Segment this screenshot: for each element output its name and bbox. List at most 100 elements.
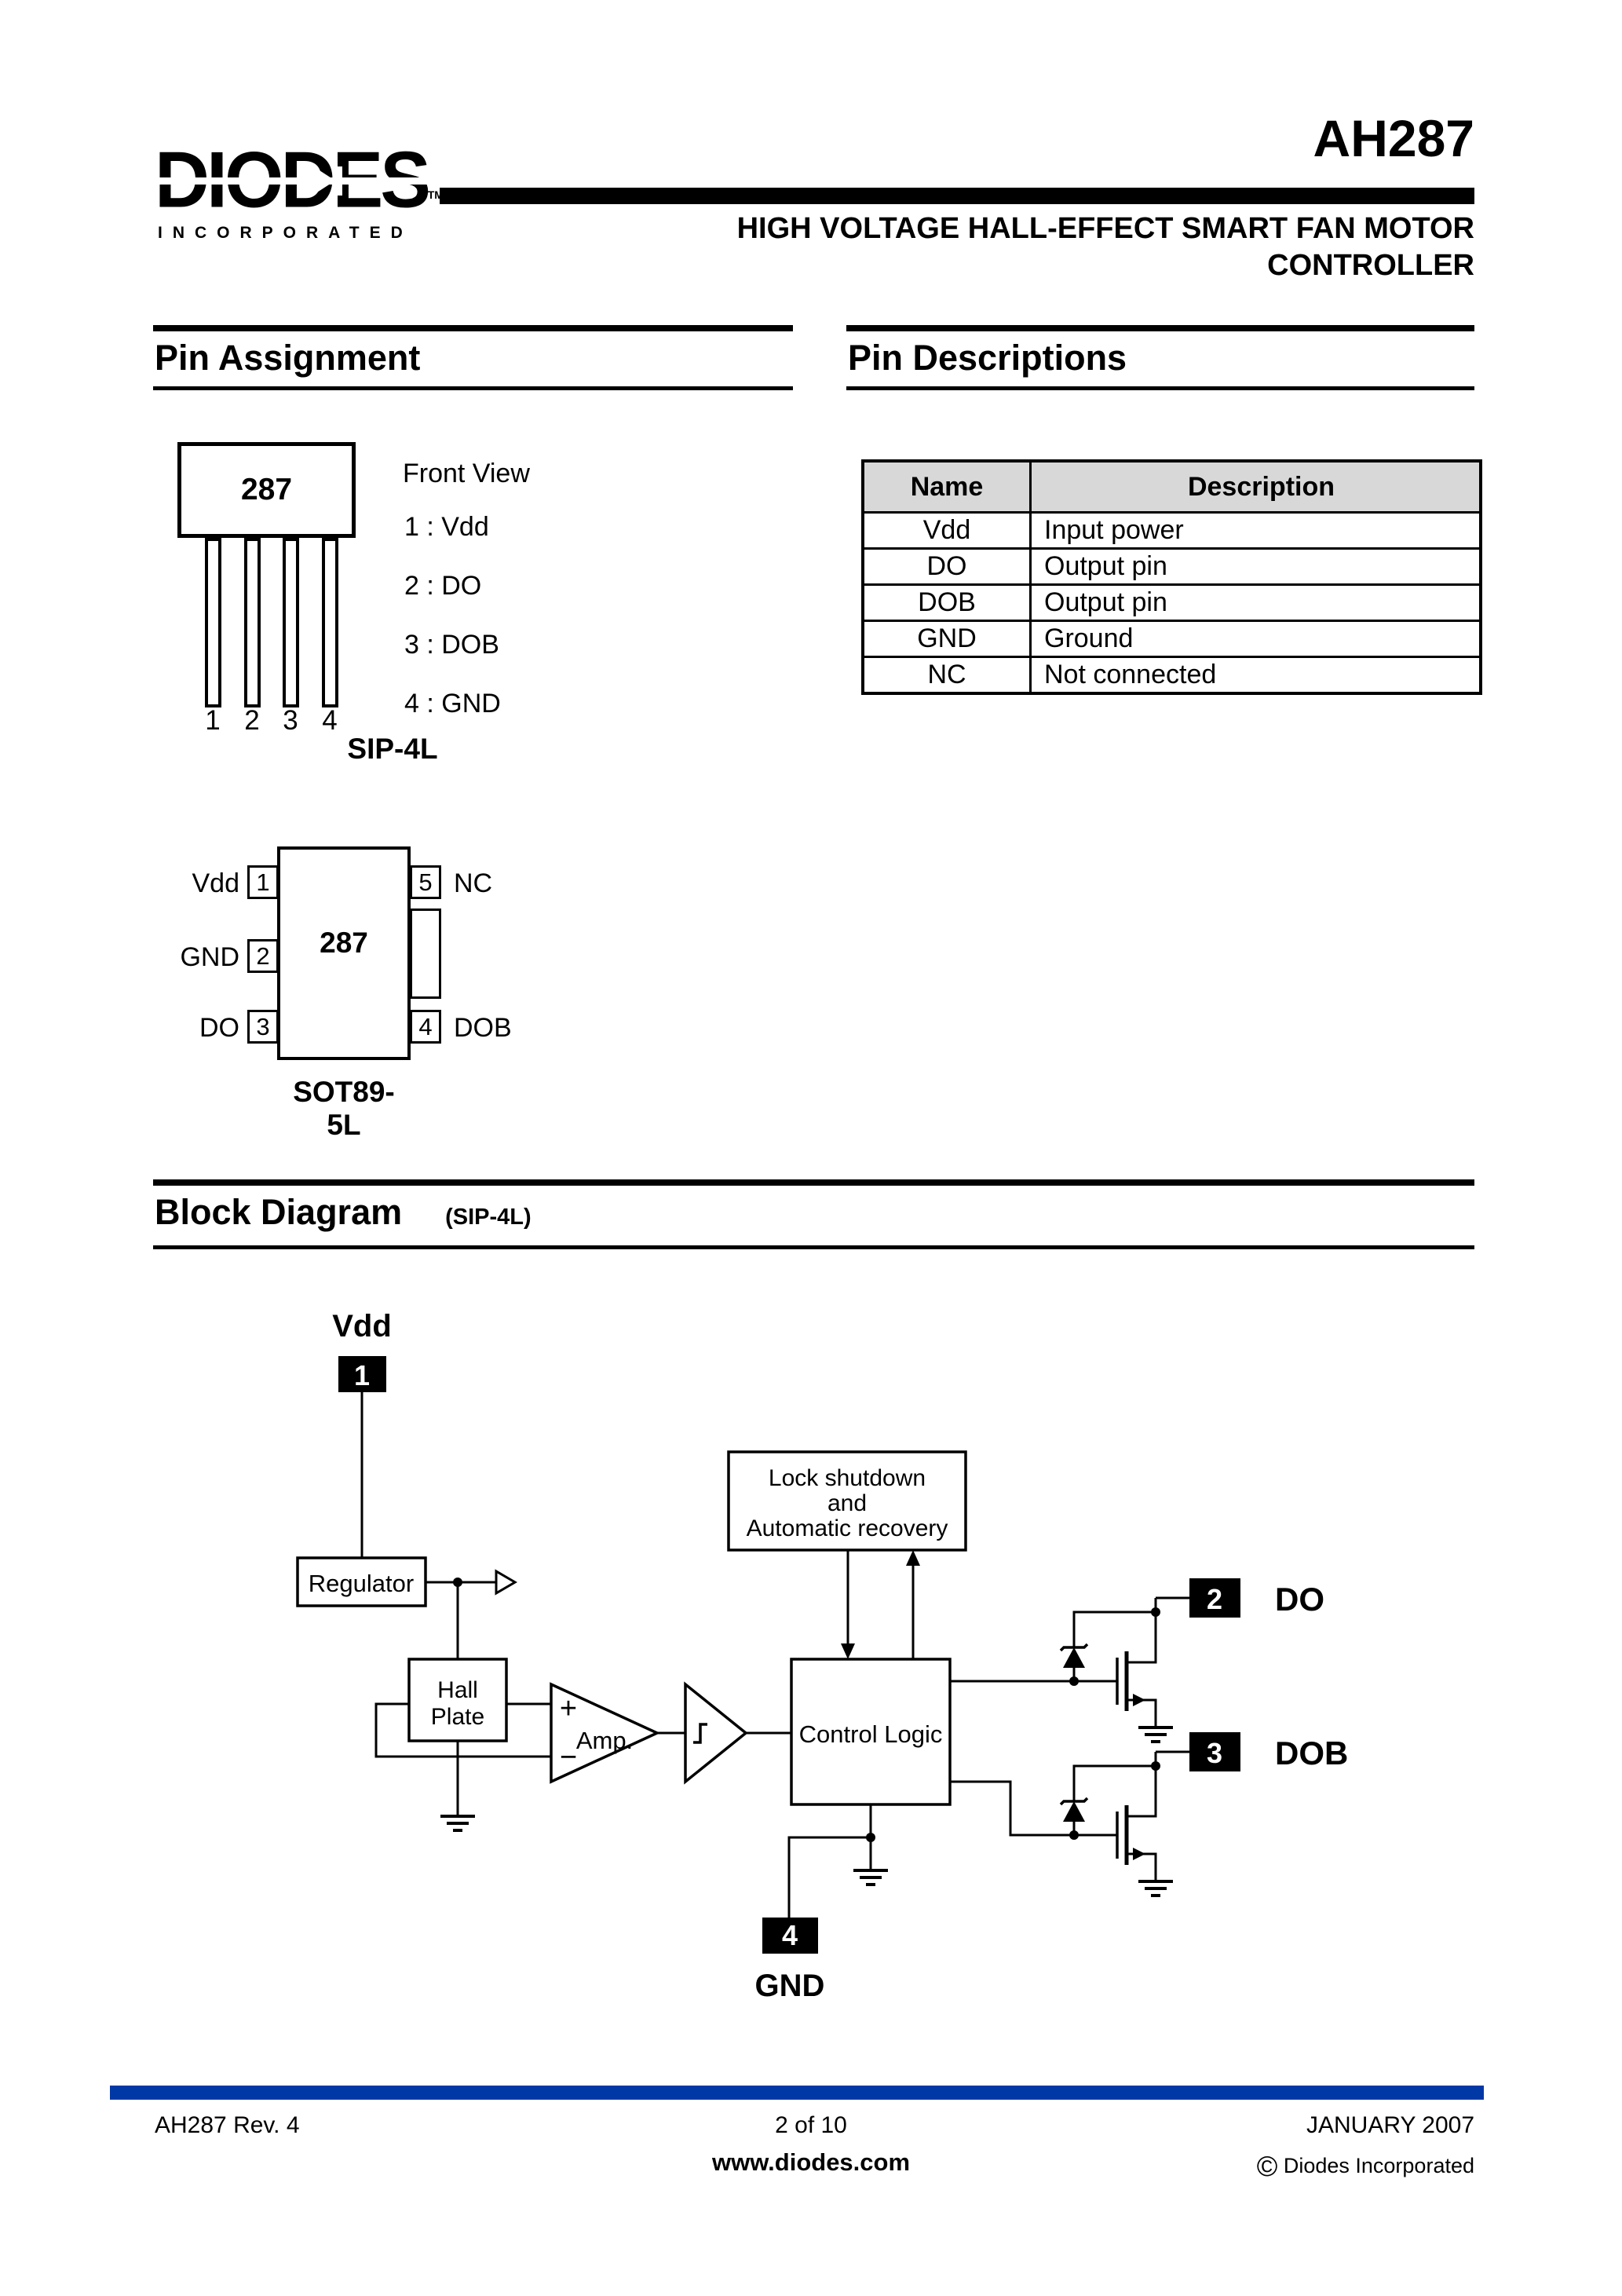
table-header-row: Name Description xyxy=(861,459,1482,514)
part-number: AH287 xyxy=(1313,109,1474,167)
copyright-text: Diodes Incorporated xyxy=(1283,2154,1474,2177)
sot89-label-vdd: Vdd xyxy=(192,868,240,898)
document-title-line1: HIGH VOLTAGE HALL-EFFECT SMART FAN MOTOR xyxy=(736,212,1474,245)
bd-nmos-icon xyxy=(1116,1752,1157,1881)
sot89-caption: SOT89-5L xyxy=(293,1076,395,1141)
sip4l-pin-number-3: 3 xyxy=(283,705,298,736)
sot89-pin-number-5: 5 xyxy=(418,868,433,896)
sot89-label-gnd: GND xyxy=(180,942,239,972)
bd-schmitt-triangle xyxy=(684,1681,748,1785)
logo-diode-cathode-gap xyxy=(337,166,342,196)
sip4l-package-body: 287 xyxy=(177,442,356,538)
bd-amp-plus: + xyxy=(560,1692,577,1725)
bd-pin1-number: 1 xyxy=(354,1359,370,1391)
bd-pin1-box xyxy=(338,1356,386,1392)
sot89-pin-4: 4 xyxy=(410,1010,441,1044)
sip4l-pin-list-item-2: 2 : DO xyxy=(404,571,482,601)
sot89-pin-number-3: 3 xyxy=(256,1012,270,1040)
logo-diode-line xyxy=(156,177,433,185)
bd-hall-label-line2: Plate xyxy=(431,1704,484,1730)
bd-nmos-icon xyxy=(1116,1598,1157,1727)
sot89-pin-number-2: 2 xyxy=(256,941,270,970)
bd-pin2-box xyxy=(1189,1578,1240,1618)
table-row: DOB Output pin xyxy=(861,583,1482,622)
bd-pin3-box xyxy=(1189,1732,1240,1771)
sot89-heatsink-tab xyxy=(410,909,441,999)
bd-regulator-label: Regulator xyxy=(309,1570,414,1597)
bd-ground-icon xyxy=(440,1815,475,1832)
bd-lock-line3: Automatic recovery xyxy=(747,1515,948,1541)
bd-hysteresis-icon xyxy=(693,1723,707,1744)
bd-dob-output-stage: 3 DOB xyxy=(950,1732,1348,1897)
cell-desc-vdd: Input power xyxy=(1029,511,1482,550)
bd-amp-minus: − xyxy=(560,1741,577,1774)
sip4l-pin-number-1: 1 xyxy=(205,705,221,736)
footer-accent-bar xyxy=(110,2086,1484,2100)
section-block-diagram: Block Diagram(SIP-4L) xyxy=(153,1179,1474,1249)
sip4l-pin-lead-4 xyxy=(322,538,338,707)
footer-website: www.diodes.com xyxy=(711,2148,911,2176)
section-title-block-diagram: Block Diagram(SIP-4L) xyxy=(153,1186,1474,1245)
bd-arrowhead-up-icon xyxy=(906,1550,920,1566)
document-title-line2: CONTROLLER xyxy=(1267,249,1474,282)
bd-lock-line2: and xyxy=(827,1490,867,1516)
header-divider-bar xyxy=(440,188,1474,204)
sip4l-pin-lead-2 xyxy=(244,538,261,707)
footer-copyright: © Diodes Incorporated xyxy=(1257,2150,1474,2183)
bd-do-label: DO xyxy=(1275,1581,1324,1618)
bd-wire-hall-amp-minus xyxy=(374,1702,551,1758)
sot89-label-dob: DOB xyxy=(454,1013,512,1043)
block-diagram-figure: Vdd 1 Regulator Hall Plate + − Amp. xyxy=(296,1309,1348,2003)
column-header-name: Name xyxy=(861,459,1032,514)
sot89-pin-2: 2 xyxy=(247,939,279,973)
section-pin-assignment: Pin Assignment xyxy=(153,325,793,390)
sip4l-caption: SIP-4L xyxy=(347,733,438,765)
bd-hall-label-line1: Hall xyxy=(437,1677,478,1703)
logo-diode-arrow-icon xyxy=(309,163,335,198)
trademark-symbol: TM xyxy=(427,188,444,201)
sip4l-pin-list-item-4: 4 : GND xyxy=(404,689,501,718)
sip4l-pin-number-2: 2 xyxy=(244,705,260,736)
cell-name-vdd: Vdd xyxy=(861,511,1032,550)
copyright-icon: © xyxy=(1256,2150,1278,2182)
bd-pin2-number: 2 xyxy=(1207,1583,1222,1615)
bd-amp-label: Amp. xyxy=(576,1727,633,1754)
sot89-pin-1: 1 xyxy=(247,865,279,899)
bd-amp-triangle xyxy=(550,1682,661,1784)
bd-lock-line1: Lock shutdown xyxy=(769,1465,926,1491)
bd-ground-icon xyxy=(1138,1726,1173,1743)
sip4l-chip-label: 287 xyxy=(240,473,293,506)
sip4l-pin-lead-3 xyxy=(283,538,299,707)
section-title-pin-assignment: Pin Assignment xyxy=(155,338,421,378)
bd-arrowhead-down-icon xyxy=(841,1643,855,1659)
sot89-label-do: DO xyxy=(199,1013,239,1043)
sip4l-pin-list-item-1: 1 : Vdd xyxy=(404,512,489,542)
pin-descriptions-table: Name Description Vdd Input power DO Outp… xyxy=(861,459,1482,695)
cell-name-do: DO xyxy=(861,547,1032,586)
bd-dob-label: DOB xyxy=(1275,1735,1348,1771)
bd-pin3-number: 3 xyxy=(1207,1737,1222,1769)
bd-gnd-label: GND xyxy=(755,1969,825,2003)
table-row: NC Not connected xyxy=(861,656,1482,695)
cell-desc-dob: Output pin xyxy=(1029,583,1482,622)
bd-pin4-number: 4 xyxy=(782,1919,798,1951)
logo-subtext: INCORPORATED xyxy=(158,224,413,242)
bd-pin4-box xyxy=(762,1918,818,1954)
cell-desc-nc: Not connected xyxy=(1029,656,1482,695)
sot89-pin-5: 5 xyxy=(410,865,441,899)
footer-page-number: 2 of 10 xyxy=(775,2112,847,2138)
sip4l-pin-number-4: 4 xyxy=(322,705,338,736)
diodes-logo: DIODES TM INCORPORATED xyxy=(155,140,453,243)
sot89-pin-number-4: 4 xyxy=(418,1012,433,1040)
cell-name-gnd: GND xyxy=(861,620,1032,658)
bd-gnd-branch: 4 GND xyxy=(755,1804,888,2003)
section-title-pin-descriptions: Pin Descriptions xyxy=(848,338,1127,378)
bd-control-logic-label: Control Logic xyxy=(799,1720,943,1748)
footer-revision: AH287 Rev. 4 xyxy=(155,2112,300,2138)
block-diagram-title-text: Block Diagram xyxy=(155,1192,403,1232)
bd-ground-icon xyxy=(1138,1880,1173,1897)
sot89-chip-label: 287 xyxy=(320,927,368,959)
sip4l-pin-list-item-3: 3 : DOB xyxy=(404,630,499,660)
sip4l-pin-lead-1 xyxy=(205,538,221,707)
